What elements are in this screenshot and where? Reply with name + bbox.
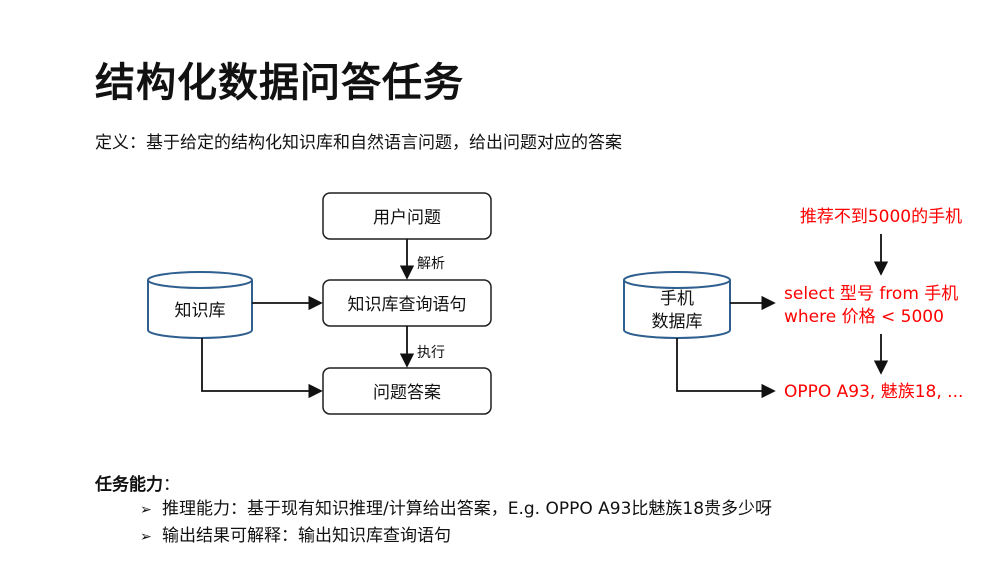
capability-text: 推理能力：基于现有知识推理/计算给出答案，E.g. OPPO A93比魅族18贵… — [162, 499, 773, 519]
phone-db-label-line2: 数据库 — [652, 312, 703, 332]
arrow-db-to-answer — [676, 338, 776, 399]
execute-label: 执行 — [417, 345, 445, 361]
capabilities-heading-colon: ： — [163, 475, 180, 495]
example-query-line1: select 型号 from 手机 — [784, 284, 958, 304]
example-answer: OPPO A93, 魅族18, ... — [784, 382, 963, 402]
kb-label: 知识库 — [175, 301, 226, 321]
capabilities-heading: 任务能力： — [95, 470, 180, 495]
arrow-bullet-icon: ➢ — [140, 529, 152, 545]
capabilities-heading-text: 任务能力 — [95, 475, 163, 495]
parse-label: 解析 — [417, 256, 445, 272]
user-question-box: 用户问题 — [322, 192, 492, 240]
kb-query-box: 知识库查询语句 — [322, 279, 492, 327]
capability-text: 输出结果可解释：输出知识库查询语句 — [162, 526, 451, 546]
answer-label: 问题答案 — [373, 383, 441, 403]
phone-db-label-line1: 手机 — [660, 289, 694, 309]
example-question: 推荐不到5000的手机 — [800, 207, 962, 227]
kb-cylinder: 知识库 — [147, 271, 253, 339]
user-question-label: 用户问题 — [373, 208, 441, 228]
phone-db-cylinder: 手机 数据库 — [623, 271, 731, 339]
capability-item: ➢ 推理能力：基于现有知识推理/计算给出答案，E.g. OPPO A93比魅族18… — [140, 494, 772, 519]
example-query-line2: where 价格 < 5000 — [784, 307, 944, 327]
capability-item: ➢ 输出结果可解释：输出知识库查询语句 — [140, 521, 451, 546]
page-title: 结构化数据问答任务 — [95, 60, 464, 106]
arrow-kb-to-answer — [201, 338, 323, 399]
arrow-bullet-icon: ➢ — [140, 502, 152, 518]
kb-query-label: 知识库查询语句 — [348, 295, 467, 315]
answer-box: 问题答案 — [322, 367, 492, 415]
definition-text: 定义：基于给定的结构化知识库和自然语言问题，给出问题对应的答案 — [95, 133, 622, 153]
